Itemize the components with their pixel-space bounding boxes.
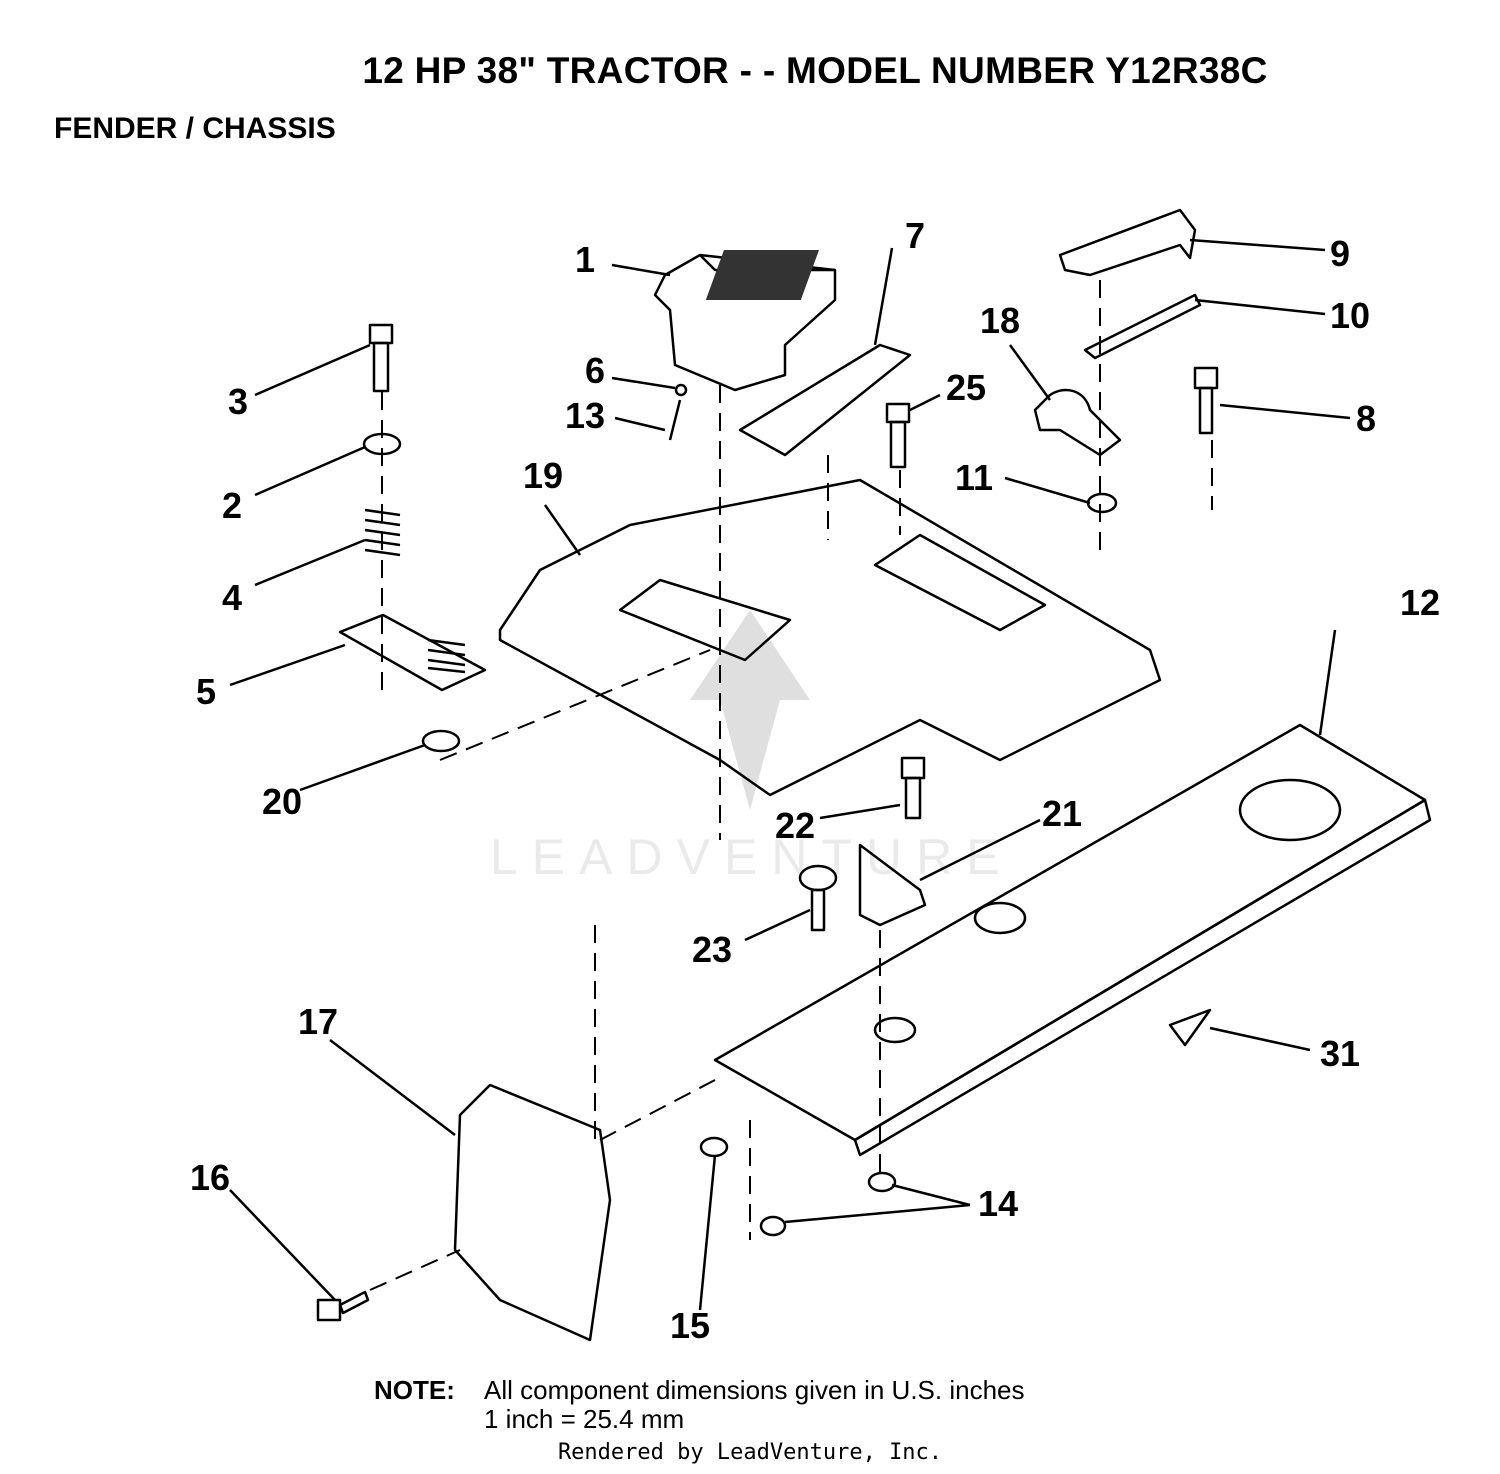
watermark-text: LEADVENTURE	[490, 829, 1014, 885]
part-20-washer	[421, 729, 461, 753]
part-25-bolt	[885, 402, 911, 469]
callout-11: 11	[955, 457, 993, 498]
callout-20: 20	[262, 781, 302, 822]
callout-13: 13	[565, 395, 605, 436]
callout-23: 23	[692, 929, 732, 970]
part-22-bolt	[900, 756, 926, 820]
callout-18: 18	[980, 300, 1020, 341]
callout-10: 10	[1330, 295, 1370, 336]
callout-16: 16	[190, 1157, 230, 1198]
rendered-by-footer: Rendered by LeadVenture, Inc.	[557, 1440, 943, 1465]
callout-8: 8	[1356, 398, 1376, 439]
note-line-1: All component dimensions given in U.S. i…	[484, 1375, 1025, 1405]
part-6-grommet	[674, 383, 688, 397]
section-title: FENDER / CHASSIS	[54, 112, 336, 145]
page-title: 12 HP 38" TRACTOR - - MODEL NUMBER Y12R3…	[362, 50, 1268, 91]
part-12-chassis	[713, 723, 1432, 1157]
callout-1: 1	[575, 239, 595, 280]
part-14-nut-b	[759, 1215, 787, 1237]
callout-21: 21	[1042, 793, 1082, 834]
part-battery-box	[653, 250, 837, 392]
callout-17: 17	[298, 1001, 338, 1042]
part-3-bolt	[368, 323, 394, 393]
callout-19: 19	[523, 455, 563, 496]
callout-4: 4	[222, 577, 242, 618]
part-7-decal	[738, 343, 912, 457]
note-body: All component dimensions given in U.S. i…	[484, 1376, 1025, 1434]
part-11-nut	[1086, 492, 1118, 514]
part-15-nut	[699, 1136, 729, 1158]
callout-12: 12	[1400, 582, 1440, 623]
callout-25: 25	[946, 367, 986, 408]
callout-31: 31	[1320, 1033, 1360, 1074]
callout-9: 9	[1330, 233, 1350, 274]
callout-14: 14	[978, 1183, 1018, 1224]
part-16-bolt	[316, 1290, 370, 1322]
part-17-plate	[453, 1083, 612, 1342]
part-31-plate	[1168, 1008, 1212, 1047]
part-9-plate	[1058, 208, 1197, 277]
part-8-bolt	[1193, 366, 1219, 435]
part-18-clamp	[1033, 388, 1122, 457]
callout-6: 6	[585, 350, 605, 391]
callout-22: 22	[775, 805, 815, 846]
callout-7: 7	[905, 215, 925, 256]
part-21-bracket	[858, 843, 927, 927]
callout-15: 15	[670, 1305, 710, 1346]
part-10-bracket	[1083, 293, 1202, 360]
part-23-bolt	[798, 864, 838, 932]
leadventure-logo-watermark	[690, 610, 810, 810]
callout-5: 5	[196, 671, 216, 712]
callout-3: 3	[228, 381, 248, 422]
note: NOTE: All component dimensions given in …	[374, 1376, 1025, 1434]
part-13-hose	[668, 399, 682, 441]
part-19-fender	[498, 478, 1162, 797]
note-label: NOTE:	[374, 1375, 455, 1405]
note-line-2: 1 inch = 25.4 mm	[484, 1404, 685, 1434]
part-14-nut-a	[867, 1171, 897, 1193]
callout-2: 2	[222, 485, 242, 526]
part-5-plate	[338, 613, 487, 692]
